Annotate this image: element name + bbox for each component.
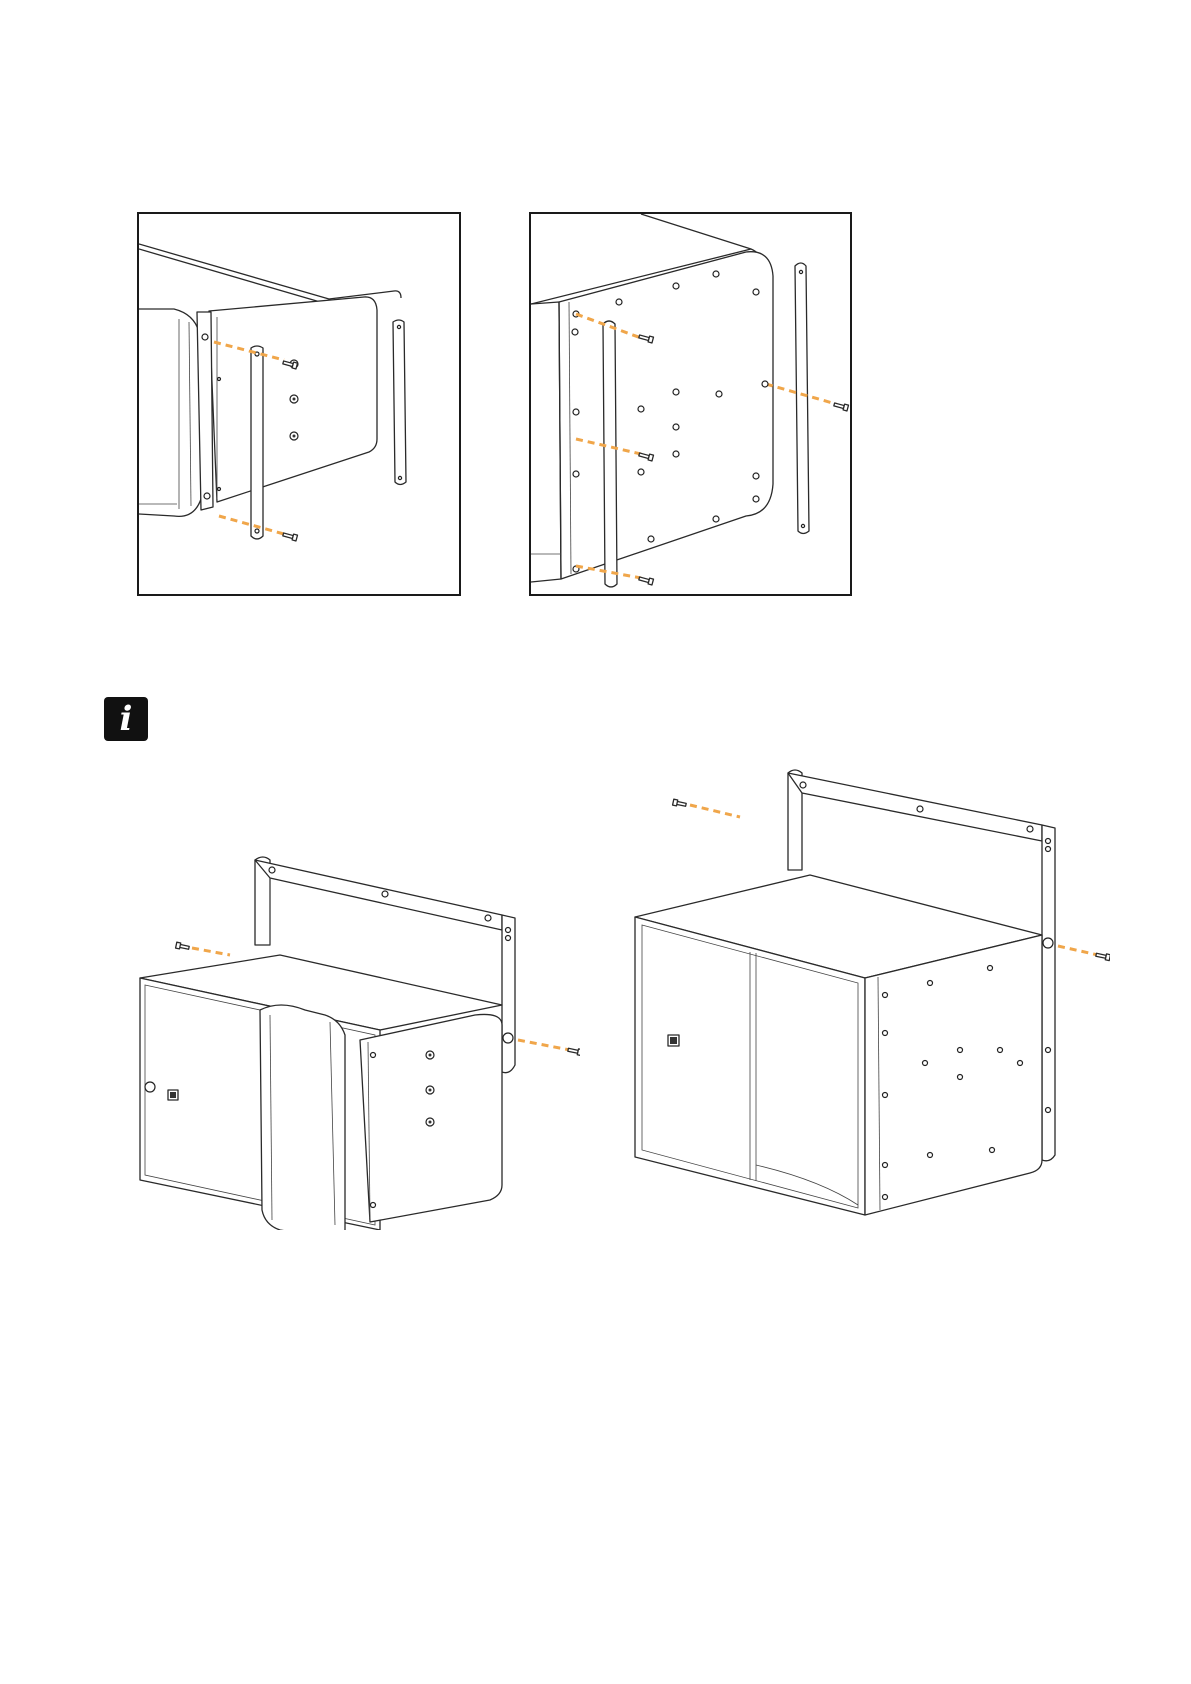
info-icon: i <box>104 697 148 741</box>
narrow-cabinet-closeup-drawing <box>139 214 461 596</box>
figure-narrow-cabinet-bracket-closeup <box>137 212 461 596</box>
figure-sub-cabinet-with-u-bracket <box>630 765 1110 1225</box>
sub-cabinet-closeup-drawing <box>531 214 852 596</box>
figure-narrow-cabinet-with-u-bracket <box>130 850 580 1230</box>
figure-sub-cabinet-bracket-closeup <box>529 212 852 596</box>
